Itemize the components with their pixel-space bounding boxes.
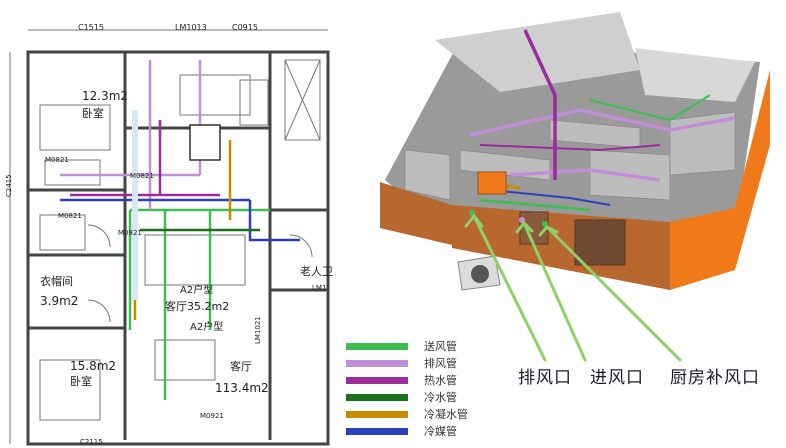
iso-outdoor-unit <box>457 255 501 291</box>
side-label-2: LM1 <box>312 284 326 292</box>
legend-swatch <box>346 394 408 401</box>
plan-equipment <box>189 124 221 161</box>
legend-item-exhaust-air: 排风管 <box>346 355 486 372</box>
iso-left-wall <box>380 182 452 245</box>
door-label-1: M0821 <box>45 156 69 164</box>
room-area-bedroom-1: 12.3m2 <box>82 89 128 103</box>
callout-intake: 进风口 <box>590 368 644 388</box>
door-label-5: M0921 <box>200 412 224 420</box>
isometric-model <box>380 12 770 362</box>
legend-item-condensate: 冷凝水管 <box>346 406 486 423</box>
pipe-legend: 送风管 排风管 热水管 冷水管 冷凝水管 冷媒管 <box>346 338 486 440</box>
door-label-6: LM1021 <box>254 316 262 344</box>
living-area: 113.4m2 <box>215 381 269 395</box>
room-name-elder-bath: 老人卫 <box>300 265 333 278</box>
door-label-4: M0821 <box>118 229 142 237</box>
floor-plan: C1515 LM1013 C0915 12.3m2 卧室 衣帽间 3.9m2 1… <box>5 23 333 446</box>
bottom-label-1: C2115 <box>80 438 103 446</box>
unit-type-label: A2户型 <box>180 283 213 296</box>
iso-pipes <box>469 29 736 212</box>
legend-item-cold-water: 冷水管 <box>346 389 486 406</box>
legend-item-supply-air: 送风管 <box>346 338 486 355</box>
plan-top-label-2: LM1013 <box>175 23 207 32</box>
callout-arrows <box>464 213 682 362</box>
legend-swatch <box>346 428 408 435</box>
legend-label: 冷凝水管 <box>424 408 468 421</box>
legend-swatch <box>346 360 408 367</box>
door-label-2: M0821 <box>58 212 82 220</box>
side-label-1: C2415 <box>5 174 13 197</box>
callout-exhaust: 排风口 <box>518 368 572 388</box>
living-name-area: 客厅35.2m2 <box>165 299 229 313</box>
unit-type-label-2: A2户型 <box>190 320 223 333</box>
legend-label: 冷媒管 <box>424 425 457 438</box>
room-area-bedroom-2: 15.8m2 <box>70 359 116 373</box>
legend-swatch <box>346 343 408 350</box>
legend-label: 送风管 <box>424 340 457 353</box>
room-name-bedroom-2: 卧室 <box>70 374 92 388</box>
callout-kitchen: 厨房补风口 <box>670 368 760 388</box>
legend-item-refrigerant: 冷媒管 <box>346 423 486 440</box>
iso-right-wall <box>670 208 735 290</box>
room-area-closet: 3.9m2 <box>40 294 78 308</box>
room-name-bedroom-1: 卧室 <box>82 106 104 120</box>
legend-swatch <box>346 411 408 418</box>
legend-item-hot-water: 热水管 <box>346 372 486 389</box>
iso-right-wall-top <box>735 70 770 270</box>
plan-top-label-3: C0915 <box>232 23 258 32</box>
plan-thin-lines <box>9 29 328 444</box>
legend-label: 热水管 <box>424 374 457 387</box>
plan-top-label-1: C1515 <box>78 23 104 32</box>
iso-roof-slab-2 <box>635 48 755 102</box>
iso-window-1 <box>519 211 549 245</box>
iso-hvac-unit <box>477 171 507 195</box>
living-name: 客厅 <box>230 359 252 373</box>
legend-label: 冷水管 <box>424 391 457 404</box>
door-label-3: M0821 <box>130 172 154 180</box>
iso-roof-slab-1 <box>435 12 640 92</box>
iso-window-2 <box>574 219 626 266</box>
legend-label: 排风管 <box>424 357 457 370</box>
room-name-closet: 衣帽间 <box>40 274 73 288</box>
legend-swatch <box>346 377 408 384</box>
